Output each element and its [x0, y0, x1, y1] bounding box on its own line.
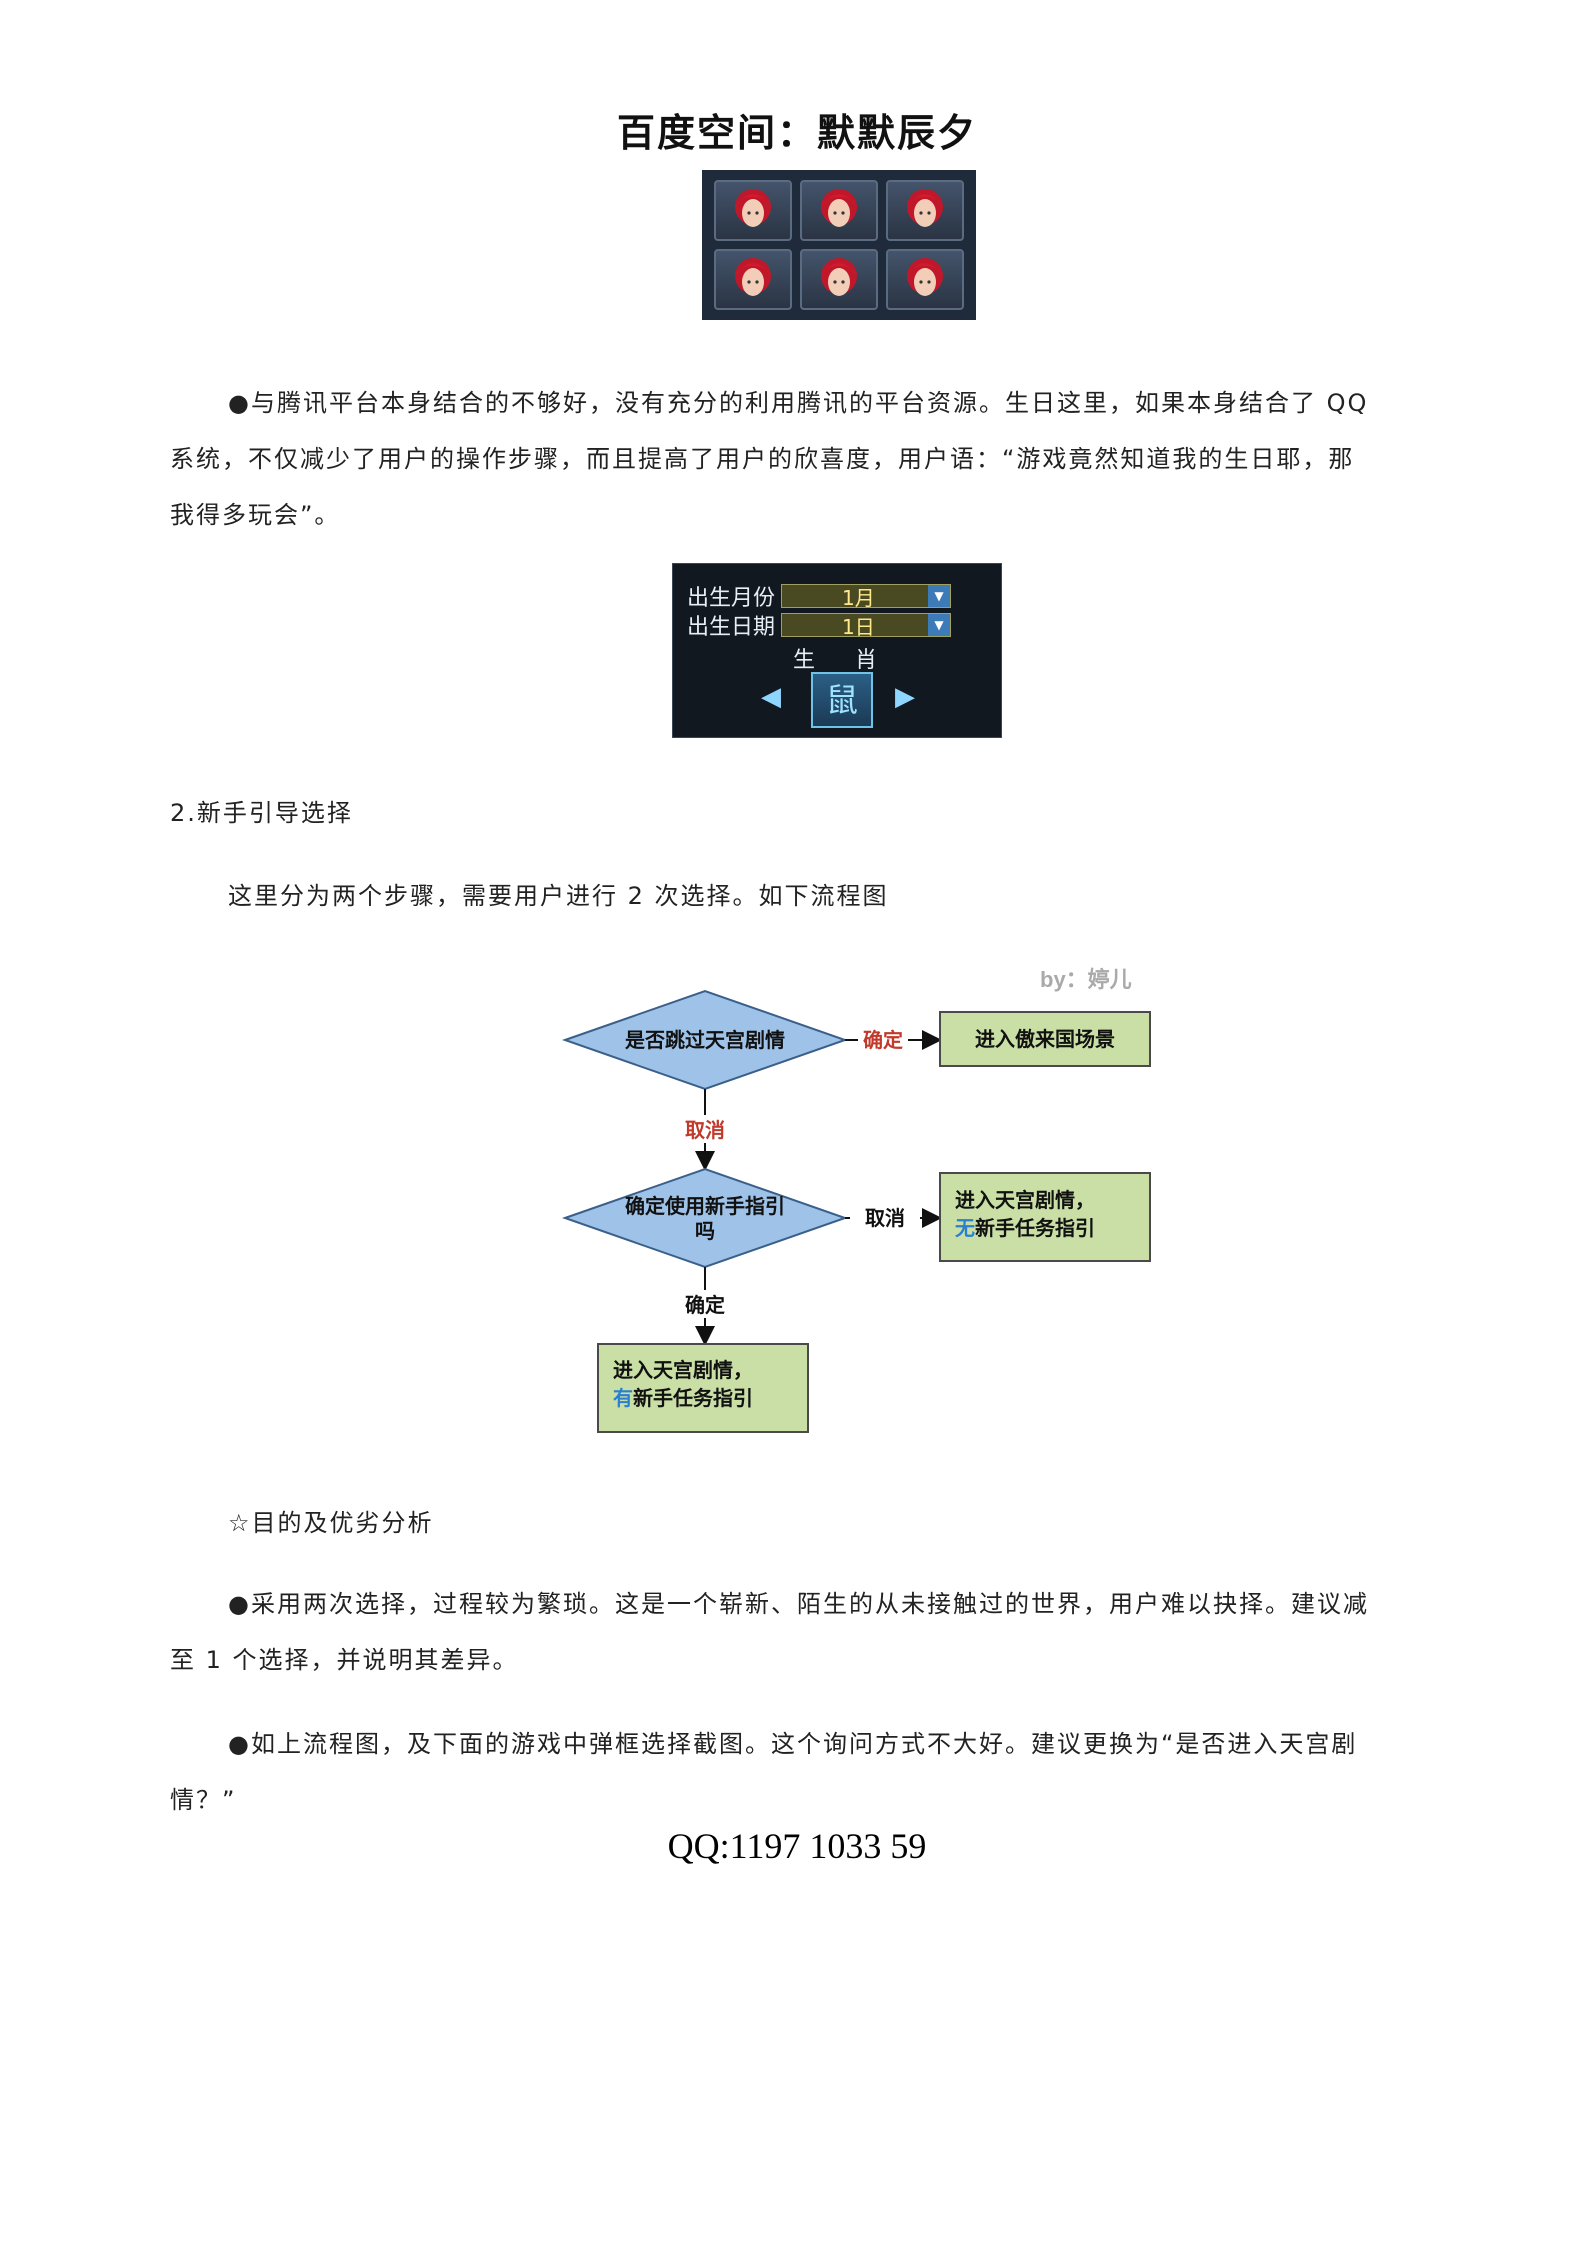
- arrow-left-icon[interactable]: ◀: [761, 682, 781, 712]
- outcome-box-2-line1: 进入天宫剧情，: [955, 1188, 1095, 1212]
- outcome-box-2-line2: 无新手任务指引: [955, 1216, 1095, 1240]
- qq-contact: QQ:1197 1033 59: [667, 1826, 927, 1866]
- edge-label-bg: [858, 1027, 908, 1053]
- edge-no-2-label: 取消: [865, 1206, 905, 1230]
- outcome-box-2: [939, 1172, 1151, 1262]
- avatar-red-hair-icon: [714, 180, 792, 241]
- arrow-right-icon[interactable]: ▶: [895, 682, 915, 712]
- outcome-box-1-text: 进入傲来国场景: [975, 1027, 1115, 1051]
- paragraph-line: ●与腾讯平台本身结合的不够好，没有充分的利用腾讯的平台资源。生日这里，如果本身结…: [228, 389, 1369, 417]
- paragraph-line: 这里分为两个步骤，需要用户进行 2 次选择。如下流程图: [228, 882, 889, 910]
- decision-1-text: 是否跳过天宫剧情: [624, 1028, 785, 1052]
- edge-no-1-label: 取消: [685, 1118, 725, 1142]
- outcome-box-3: [597, 1343, 809, 1433]
- watermark-text: by：婷儿: [1040, 967, 1132, 992]
- decision-2-text-line2: 吗: [695, 1219, 715, 1243]
- outcome-box-3-line2: 有新手任务指引: [613, 1386, 753, 1410]
- outcome-box-2-prefix: 无: [955, 1216, 975, 1240]
- paragraph-line: ●采用两次选择，过程较为繁琐。这是一个崭新、陌生的从未接触过的世界，用户难以抉择…: [228, 1590, 1369, 1618]
- edge-yes-2-label: 确定: [685, 1293, 725, 1317]
- paragraph-line: 系统，不仅减少了用户的操作步骤，而且提高了用户的欣喜度，用户语：“游戏竟然知道我…: [170, 445, 1355, 473]
- edge-label-bg: [678, 1115, 732, 1143]
- avatar-red-hair-icon: [886, 180, 964, 241]
- outcome-box-3-line1: 进入天宫剧情，: [613, 1358, 753, 1382]
- avatar-red-hair-icon: [714, 249, 792, 310]
- birth-month-label: 出生月份: [687, 586, 776, 611]
- zodiac-value: 鼠: [811, 672, 873, 728]
- flowchart: by：婷儿 是否跳过天宫剧情 确定 进入傲来国场景 取消 确定使用新手指引 吗 …: [560, 955, 1180, 1439]
- avatar-red-hair-icon: [800, 180, 878, 241]
- section-heading: 2.新手引导选择: [170, 799, 353, 827]
- edge-label-bg: [678, 1290, 732, 1318]
- avatar-red-hair-icon: [800, 249, 878, 310]
- birth-month-value: 1月: [842, 585, 875, 610]
- outcome-box-3-prefix: 有: [613, 1386, 633, 1410]
- chevron-down-icon[interactable]: ▼: [928, 614, 951, 636]
- analysis-heading: ☆目的及优劣分析: [228, 1509, 434, 1537]
- birth-day-label: 出生日期: [687, 615, 776, 640]
- decision-diamond-2: [561, 1167, 849, 1269]
- zodiac-label: 生肖: [793, 648, 918, 673]
- paragraph-line: 情？”: [170, 1786, 237, 1814]
- paragraph-dialog-wording: ●如上流程图，及下面的游戏中弹框选择截图。这个询问方式不大好。建议更换为“是否进…: [170, 1716, 1525, 1828]
- paragraph-line: ●如上流程图，及下面的游戏中弹框选择截图。这个询问方式不大好。建议更换为“是否进…: [228, 1730, 1358, 1758]
- page-title: 百度空间：默默辰夕: [616, 111, 977, 155]
- avatar-grid-image: [702, 170, 976, 320]
- avatar-red-hair-icon: [886, 249, 964, 310]
- analysis-heading-row: ☆目的及优劣分析: [170, 1495, 1525, 1551]
- chevron-down-icon[interactable]: ▼: [928, 585, 951, 607]
- outcome-box-1: [939, 1011, 1151, 1067]
- birth-day-select[interactable]: 1日 ▼: [781, 613, 952, 639]
- birthday-panel-screenshot: 出生月份 1月 ▼ 出生日期 1日 ▼ 生肖 ◀ 鼠 ▶: [672, 563, 1002, 738]
- paragraph-platform-integration: ●与腾讯平台本身结合的不够好，没有充分的利用腾讯的平台资源。生日这里，如果本身结…: [170, 375, 1525, 543]
- outcome-box-2-rest: 新手任务指引: [975, 1216, 1095, 1240]
- paragraph-line: 至 1 个选择，并说明其差异。: [170, 1646, 519, 1674]
- edge-yes-1-label: 确定: [863, 1028, 903, 1052]
- outcome-box-3-rest: 新手任务指引: [633, 1386, 753, 1410]
- birth-day-value: 1日: [842, 614, 875, 639]
- paragraph-line: 我得多玩会”。: [170, 501, 341, 529]
- decision-2-text-line1: 确定使用新手指引: [625, 1194, 785, 1218]
- paragraph-two-choices: ●采用两次选择，过程较为繁琐。这是一个崭新、陌生的从未接触过的世界，用户难以抉择…: [170, 1576, 1525, 1688]
- edge-label-bg: [850, 1205, 920, 1231]
- birth-month-select[interactable]: 1月 ▼: [781, 584, 952, 610]
- section-intro: 这里分为两个步骤，需要用户进行 2 次选择。如下流程图: [170, 868, 1525, 924]
